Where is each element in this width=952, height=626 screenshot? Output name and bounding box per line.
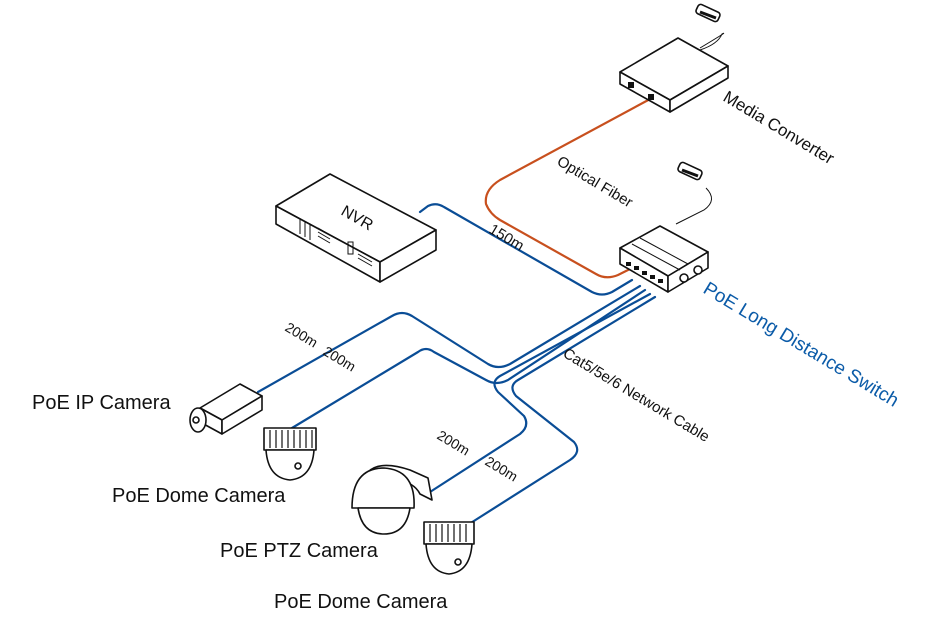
- nvr-cable: [418, 203, 634, 296]
- ip-camera-distance-label: 200m: [282, 319, 320, 351]
- dome-camera-2: [423, 521, 475, 575]
- network-cable-label: Cat5/5e/6 Network Cable: [560, 345, 712, 446]
- nvr-distance-label: 150m: [486, 221, 527, 255]
- switch-power-cord: [675, 187, 712, 225]
- dome-camera-1: [263, 427, 317, 481]
- ip-camera: [189, 383, 263, 435]
- dome-camera-1-cable: [290, 288, 647, 430]
- dome-camera-1-distance-label: 200m: [320, 343, 358, 375]
- power-adapter-icon: [677, 161, 703, 181]
- nvr: NVR: [275, 173, 437, 283]
- cables: [256, 32, 725, 528]
- optical-fiber-cable: [484, 96, 654, 279]
- media-converter: [619, 3, 729, 113]
- media-converter-power-cord: [685, 32, 725, 53]
- power-adapter-icon: [695, 3, 721, 23]
- optical-fiber-label: Optical Fiber: [554, 153, 636, 211]
- poe-switch: [619, 161, 709, 293]
- ptz-camera: [351, 464, 433, 535]
- dome-camera-2-distance-label: 200m: [482, 453, 520, 485]
- ptz-camera-cable: [428, 292, 652, 494]
- dome-camera-2-cable: [464, 295, 657, 528]
- dome-camera-2-label: PoE Dome Camera: [274, 591, 448, 613]
- ptz-camera-label: PoE PTZ Camera: [220, 540, 379, 562]
- media-converter-label: Media Converter: [720, 87, 838, 168]
- ip-camera-cable: [256, 284, 642, 394]
- ptz-camera-distance-label: 200m: [434, 427, 472, 459]
- ip-camera-label: PoE IP Camera: [32, 392, 171, 414]
- dome-camera-1-label: PoE Dome Camera: [112, 485, 286, 507]
- switch-label: PoE Long Distance Switch: [699, 278, 902, 411]
